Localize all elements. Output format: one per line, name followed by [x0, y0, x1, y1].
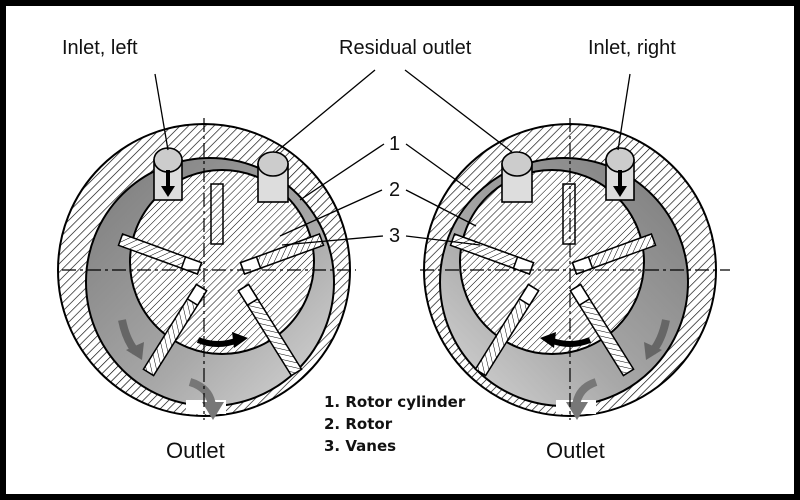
legend: 1. Rotor cylinder 2. Rotor 3. Vanes [324, 393, 466, 455]
left-rotor [129, 169, 315, 355]
left-vane-bottom-left [142, 283, 208, 377]
right-residual-port [501, 151, 533, 203]
left-vane-bottom-right [237, 283, 303, 377]
left-vane-left [117, 233, 203, 275]
vane-pump-diagram: Inlet, left Residual outlet Inlet, right… [57, 37, 730, 463]
label-number-3: 3 [389, 225, 400, 247]
label-outlet-left: Outlet [166, 438, 225, 463]
left-inlet-port [153, 147, 183, 201]
label-number-1: 1 [389, 133, 400, 155]
label-inlet-left: Inlet, left [62, 37, 138, 59]
right-pump [420, 118, 730, 420]
left-pump [57, 118, 356, 420]
left-vane-top [210, 183, 224, 245]
right-rotor [459, 169, 645, 355]
right-vane-right [571, 233, 657, 275]
leader-lines [154, 69, 631, 246]
left-vanes [117, 183, 325, 377]
label-outlet-right: Outlet [546, 438, 605, 463]
diagram-frame: Inlet, left Residual outlet Inlet, right… [6, 6, 794, 494]
right-vane-bottom-right [569, 283, 635, 377]
legend-item-vanes: 3. Vanes [324, 437, 396, 455]
label-residual-outlet: Residual outlet [339, 37, 472, 59]
label-inlet-right: Inlet, right [588, 37, 676, 59]
right-vane-bottom-left [474, 283, 540, 377]
legend-item-rotor: 2. Rotor [324, 415, 393, 433]
label-number-2: 2 [389, 179, 400, 201]
left-residual-port [257, 151, 289, 203]
right-inlet-port [605, 147, 635, 201]
right-vane-top [562, 183, 576, 245]
legend-item-rotor-cylinder: 1. Rotor cylinder [324, 393, 466, 411]
